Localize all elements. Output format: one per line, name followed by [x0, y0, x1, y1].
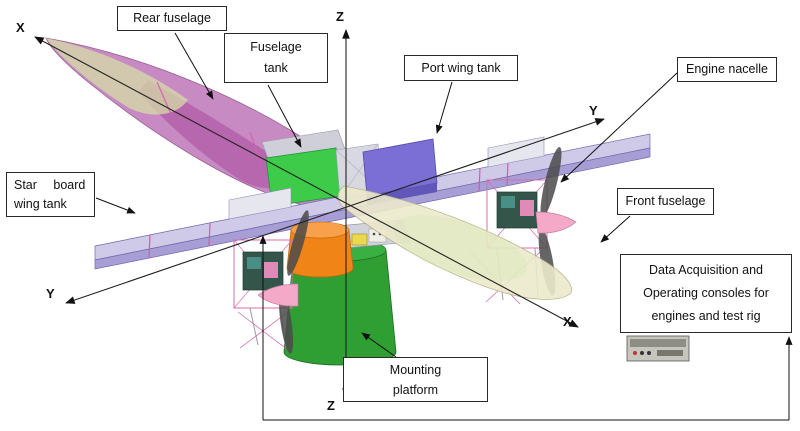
callout-fuselage-tank-line1: Fuselage — [250, 39, 302, 54]
y-axis-line — [65, 118, 605, 304]
callout-data-acquisition: Data Acquisition and Operating consoles … — [620, 254, 792, 333]
axis-label-x-bottom-right: X — [563, 314, 572, 329]
callout-data-acquisition-line2: Operating consoles for — [643, 285, 769, 300]
spinner-right — [535, 211, 577, 234]
leader-engine-nacelle — [560, 72, 678, 183]
callout-starboard-wing-tank-line2: wing tank — [14, 196, 67, 211]
callout-front-fuselage-label: Front fuselage — [625, 194, 706, 209]
callout-port-wing-tank: Port wing tank — [404, 55, 518, 81]
axis-label-x-top: X — [16, 20, 25, 35]
callout-mounting-platform-line2: platform — [392, 382, 439, 397]
callout-engine-nacelle-label: Engine nacelle — [685, 62, 768, 77]
callout-starboard-wing-tank: Star board wing tank — [6, 172, 95, 217]
callout-mounting-platform: Mounting platform — [343, 357, 488, 402]
leader-starboard-wing-tank — [95, 197, 136, 214]
callout-mounting-platform-line1: Mounting — [389, 362, 442, 377]
axis-label-y-right: Y — [589, 103, 598, 118]
axis-label-z-bottom: Z — [327, 398, 335, 413]
console-connection-lines — [259, 235, 793, 421]
callout-leader-lines — [95, 32, 678, 358]
callout-starboard-wing-tank-line1: Star board — [14, 177, 86, 192]
callout-rear-fuselage-label: Rear fuselage — [133, 11, 211, 26]
callout-front-fuselage: Front fuselage — [617, 188, 714, 215]
callout-fuselage-tank-line2: tank — [264, 61, 288, 75]
console-panel-image — [626, 335, 690, 362]
callout-fuselage-tank: Fuselage tank — [224, 33, 328, 83]
leader-port-wing-tank — [435, 81, 453, 134]
callout-data-acquisition-line1: Data Acquisition and — [649, 262, 763, 277]
coordinate-axes — [34, 29, 605, 398]
axis-label-y-bottom-left: Y — [46, 286, 55, 301]
leader-front-fuselage — [600, 215, 631, 243]
callout-rear-fuselage: Rear fuselage — [117, 6, 227, 31]
aircraft-model — [45, 37, 651, 366]
leader-rear-fuselage — [174, 32, 214, 100]
callout-data-acquisition-line3: engines and test rig — [651, 309, 761, 324]
leader-fuselage-tank — [267, 84, 302, 148]
callout-engine-nacelle: Engine nacelle — [677, 57, 777, 82]
axis-label-z-top: Z — [336, 9, 344, 24]
callout-port-wing-tank-label: Port wing tank — [421, 60, 501, 75]
leader-mounting-platform — [361, 332, 397, 358]
